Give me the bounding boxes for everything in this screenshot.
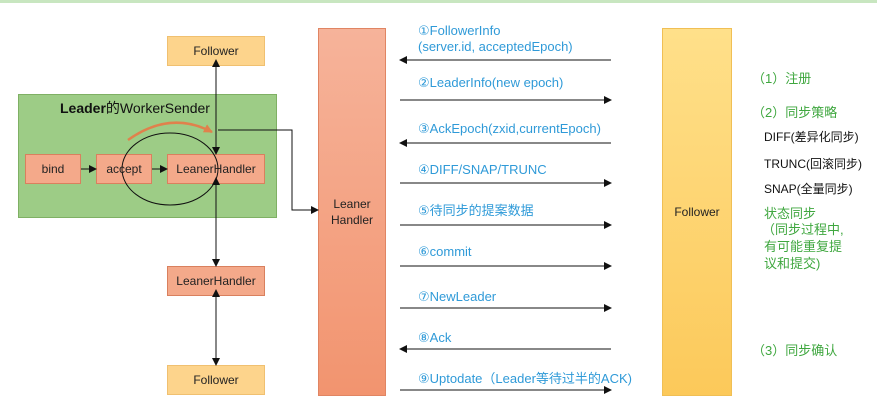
panel-title: Leader的WorkerSender xyxy=(60,98,210,118)
leaner-handler-label-2: LeanerHandler xyxy=(176,274,256,288)
accept-label: accept xyxy=(106,162,142,176)
leaner-column-line1: Leaner xyxy=(333,197,371,211)
message-3: ③AckEpoch(zxid,currentEpoch) xyxy=(418,121,601,136)
message-7: ⑦NewLeader xyxy=(418,289,497,304)
message-2: ②LeaderInfo(new epoch) xyxy=(418,75,564,90)
panel-title-bold: Leader xyxy=(60,100,106,116)
leaner-column-line2: Handler xyxy=(330,213,374,227)
note-diff: DIFF(差异化同步) xyxy=(764,130,859,144)
message-6: ⑥commit xyxy=(418,244,472,259)
note-state-sync: 状态同步 xyxy=(764,206,817,221)
message-1-line2: (server.id, acceptedEpoch) xyxy=(418,39,573,54)
leaner-handler-column: Leaner Handler xyxy=(318,28,386,396)
accept-loop xyxy=(121,132,219,206)
loop-curved-arrow xyxy=(127,121,213,142)
message-8: ⑧Ack xyxy=(418,330,452,345)
note-state-detail-1: （同步过程中, xyxy=(762,222,844,237)
note-sync-strategy: （2）同步策略 xyxy=(752,105,838,120)
bind-label: bind xyxy=(41,162,65,176)
note-trunc: TRUNC(回滚同步) xyxy=(764,157,862,171)
leaner-handler-box-2: LeanerHandler xyxy=(167,266,265,296)
bind-box: bind xyxy=(25,154,81,184)
message-5: ⑤待同步的提案数据 xyxy=(418,203,534,218)
message-4: ④DIFF/SNAP/TRUNC xyxy=(418,162,547,177)
follower-label: Follower xyxy=(193,44,239,58)
follower-column-label: Follower xyxy=(674,205,720,219)
top-divider xyxy=(0,0,877,3)
note-confirm: （3）同步确认 xyxy=(752,343,838,358)
message-1-line1: ①FollowerInfo xyxy=(418,23,501,38)
follower-column: Follower xyxy=(662,28,732,396)
message-9: ⑨Uptodate（Leader等待过半的ACK) xyxy=(418,371,632,386)
link-handler-to-column xyxy=(218,129,319,214)
note-state-detail-2: 有可能重复提 xyxy=(764,239,843,254)
note-snap: SNAP(全量同步) xyxy=(764,182,853,196)
note-register: （1）注册 xyxy=(752,71,812,86)
leaner-handler-label: LeanerHandler xyxy=(176,162,256,176)
follower-label-bottom: Follower xyxy=(193,373,239,387)
panel-title-rest: 的WorkerSender xyxy=(105,100,210,116)
note-state-detail-3: 议和提交) xyxy=(764,256,821,271)
message-1: ①FollowerInfo (server.id, acceptedEpoch) xyxy=(418,23,573,55)
